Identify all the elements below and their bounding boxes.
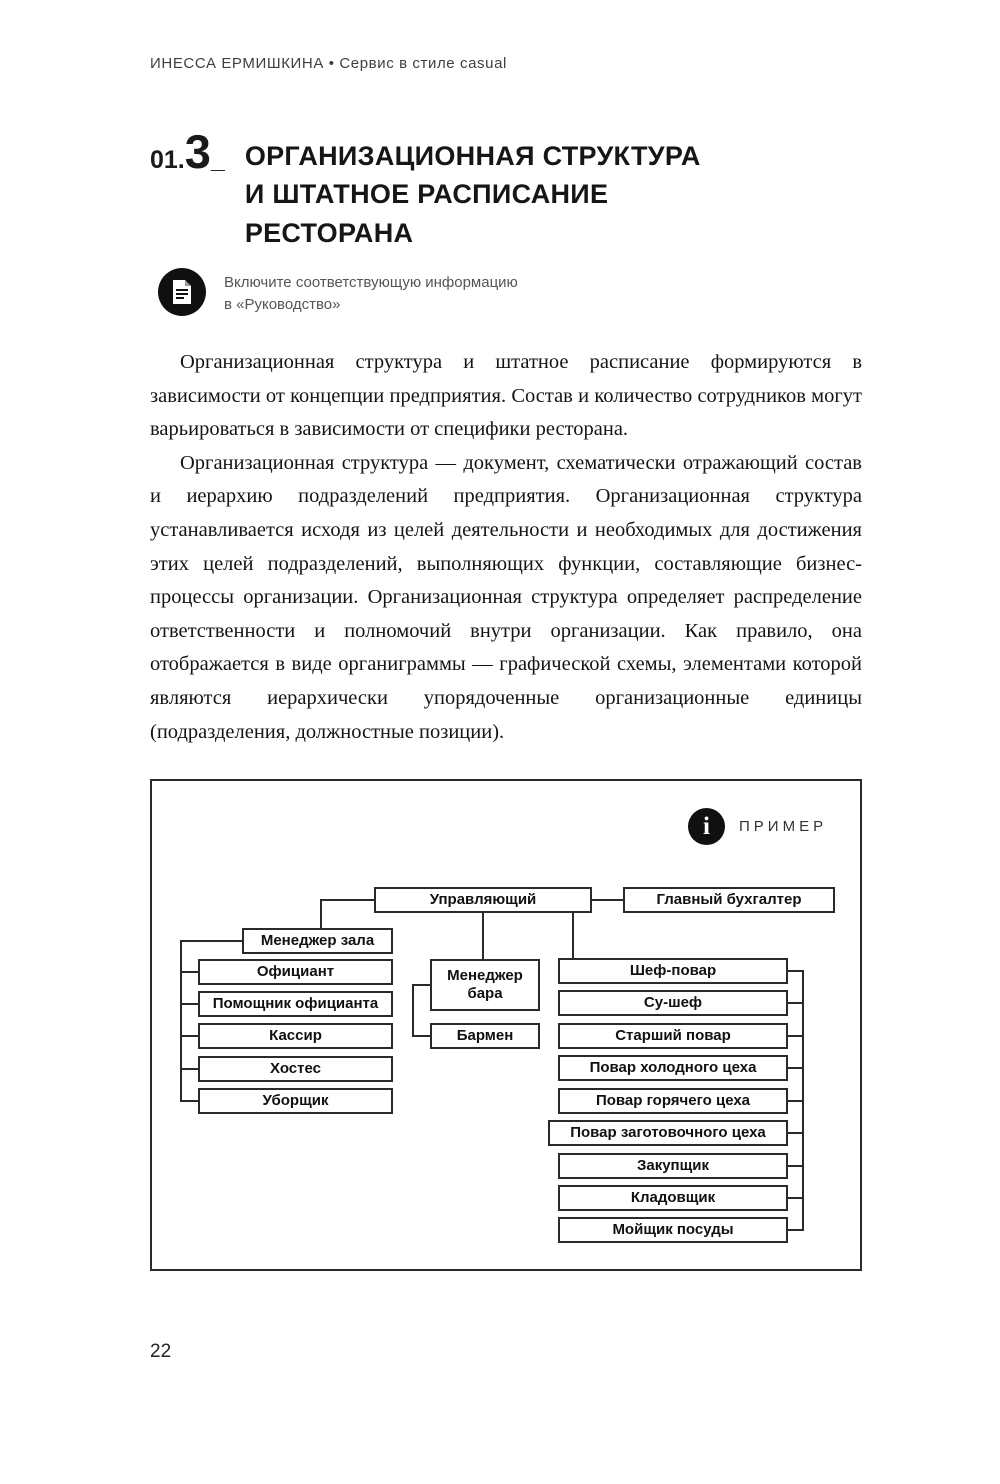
section-title-line-1: ОРГАНИЗАЦИОННАЯ СТРУКТУРА — [244, 141, 701, 171]
org-node-senior-cook: Старший повар — [558, 1023, 788, 1050]
connector-line — [412, 1035, 430, 1038]
body-text: Организационная структура и штатное расп… — [150, 346, 862, 749]
org-node-hall-manager: Менеджер зала — [242, 928, 393, 955]
connector-line — [320, 899, 322, 929]
connector-line — [180, 940, 242, 943]
org-node-purchaser: Закупщик — [558, 1153, 788, 1180]
connector-line — [180, 1003, 198, 1006]
connector-line — [412, 984, 414, 1038]
example-box: i ПРИМЕР — [150, 779, 862, 1272]
connector-line — [572, 913, 574, 959]
connector-line — [788, 1100, 802, 1103]
running-header-text: ИНЕССА ЕРМИШКИНА • Сервис в стиле casual — [150, 55, 507, 72]
page-content: ИНЕССА ЕРМИШКИНА • Сервис в стиле casual… — [150, 55, 862, 1363]
org-node-waiter-assistant: Помощник официанта — [198, 991, 393, 1018]
org-node-accountant: Главный бухгалтер — [623, 887, 835, 914]
org-node-hot-shop-cook: Повар горячего цеха — [558, 1088, 788, 1115]
org-node-prep-shop-cook: Повар заготовочного цеха — [548, 1120, 788, 1147]
org-node-cleaner: Уборщик — [198, 1088, 393, 1115]
connector-line — [802, 970, 804, 1232]
connector-line — [788, 1132, 802, 1135]
connector-line — [412, 984, 430, 987]
section-number-suffix: _ — [210, 146, 225, 174]
section-number: 01. 3 _ — [150, 125, 225, 178]
document-icon-glyph — [173, 279, 191, 304]
note-callout: Включите соответствующую информацию в «Р… — [158, 267, 862, 316]
connector-line — [788, 1002, 802, 1005]
connector-line — [180, 940, 182, 1103]
note-text-line-2: в «Руководство» — [224, 295, 341, 313]
org-node-dishwasher: Мойщик посуды — [558, 1217, 788, 1244]
connector-line — [592, 899, 623, 902]
running-header: ИНЕССА ЕРМИШКИНА • Сервис в стиле casual — [150, 55, 862, 72]
org-node-hostess: Хостес — [198, 1056, 393, 1083]
connector-line — [788, 1229, 802, 1232]
note-text: Включите соответствующую информацию в «Р… — [224, 268, 518, 316]
org-node-bar-manager: Менеджер бара — [430, 959, 540, 1012]
connector-line — [788, 1067, 802, 1070]
org-node-manager: Управляющий — [374, 887, 592, 914]
org-node-storekeeper: Кладовщик — [558, 1185, 788, 1212]
org-node-cashier: Кассир — [198, 1023, 393, 1050]
connector-line — [788, 1035, 802, 1038]
section-title: ОРГАНИЗАЦИОННАЯ СТРУКТУРА И ШТАТНОЕ РАСП… — [245, 130, 701, 252]
info-icon: i — [688, 808, 725, 846]
connector-line — [180, 1100, 198, 1103]
example-label: ПРИМЕР — [739, 818, 828, 836]
section-number-big: 3 — [184, 125, 211, 178]
page-number: 22 — [150, 1341, 172, 1363]
org-node-sous-chef: Су-шеф — [558, 990, 788, 1017]
connector-line — [180, 1035, 198, 1038]
org-node-cold-shop-cook: Повар холодного цеха — [558, 1055, 788, 1082]
connector-line — [180, 971, 198, 974]
paragraph-1: Организационная структура и штатное расп… — [150, 350, 862, 441]
info-icon-glyph: i — [703, 812, 710, 840]
section-title-line-3: РЕСТОРАНА — [244, 217, 414, 248]
section-number-prefix: 01. — [150, 146, 185, 174]
connector-line — [320, 899, 374, 902]
section-heading: 01. 3 _ ОРГАНИЗАЦИОННАЯ СТРУКТУРА И ШТАТ… — [150, 125, 862, 252]
note-text-line-1: Включите соответствующую информацию — [224, 273, 518, 291]
org-node-chef: Шеф-повар — [558, 958, 788, 985]
paragraph-2: Организационная структура — документ, сх… — [150, 451, 862, 743]
document-icon — [158, 267, 206, 316]
connector-line — [788, 1197, 802, 1200]
org-node-bartender: Бармен — [430, 1023, 540, 1050]
connector-line — [788, 1165, 802, 1168]
connector-line — [180, 1068, 198, 1071]
section-title-line-2: И ШТАТНОЕ РАСПИСАНИЕ — [244, 179, 609, 210]
connector-line — [788, 970, 802, 973]
org-node-waiter: Официант — [198, 959, 393, 986]
connector-line — [482, 913, 484, 960]
